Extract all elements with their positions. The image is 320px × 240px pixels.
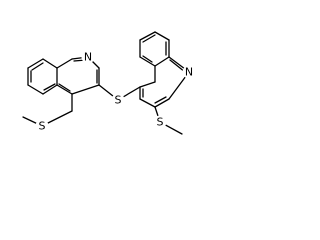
bond-line-9 bbox=[56, 58, 73, 69]
atom-n-left-ring: N bbox=[81, 50, 95, 64]
bond-line-26 bbox=[154, 56, 170, 67]
bond-line-0 bbox=[27, 58, 44, 69]
bond-line-14 bbox=[56, 84, 73, 95]
bond-line-1 bbox=[42, 58, 58, 69]
bond-line-31 bbox=[142, 55, 153, 63]
bond-line-17 bbox=[58, 83, 71, 92]
bond-line-40 bbox=[154, 96, 167, 104]
bond-line-27 bbox=[139, 56, 156, 67]
bond-line-33 bbox=[139, 81, 156, 88]
bond-line-6 bbox=[31, 62, 44, 71]
svg-text:S: S bbox=[157, 116, 164, 129]
bond-line-13 bbox=[71, 84, 100, 95]
atom-s-bridge: S bbox=[111, 93, 125, 107]
bond-line-29 bbox=[142, 34, 156, 43]
bond-line-7 bbox=[43, 83, 56, 91]
svg-text:N: N bbox=[84, 51, 92, 64]
atom-label-layer: N S S N S bbox=[35, 50, 196, 133]
atom-n-right-ring: N bbox=[182, 65, 196, 79]
bond-line-4 bbox=[27, 84, 44, 95]
atom-s-right-methylthio: S bbox=[153, 115, 167, 129]
bond-line-41 bbox=[169, 59, 186, 73]
chemical-structure-diagram: N S S N S bbox=[22, 31, 196, 135]
bond-line-36 bbox=[154, 98, 170, 108]
atom-s-left-methylthio: S bbox=[35, 119, 49, 133]
bond-line-3 bbox=[42, 84, 58, 95]
bond-line-24 bbox=[154, 31, 170, 41]
svg-text:S: S bbox=[115, 94, 122, 107]
bond-line-23 bbox=[139, 31, 156, 41]
svg-text:N: N bbox=[185, 66, 193, 79]
bond-line-35 bbox=[139, 98, 156, 108]
svg-text:S: S bbox=[39, 120, 46, 133]
